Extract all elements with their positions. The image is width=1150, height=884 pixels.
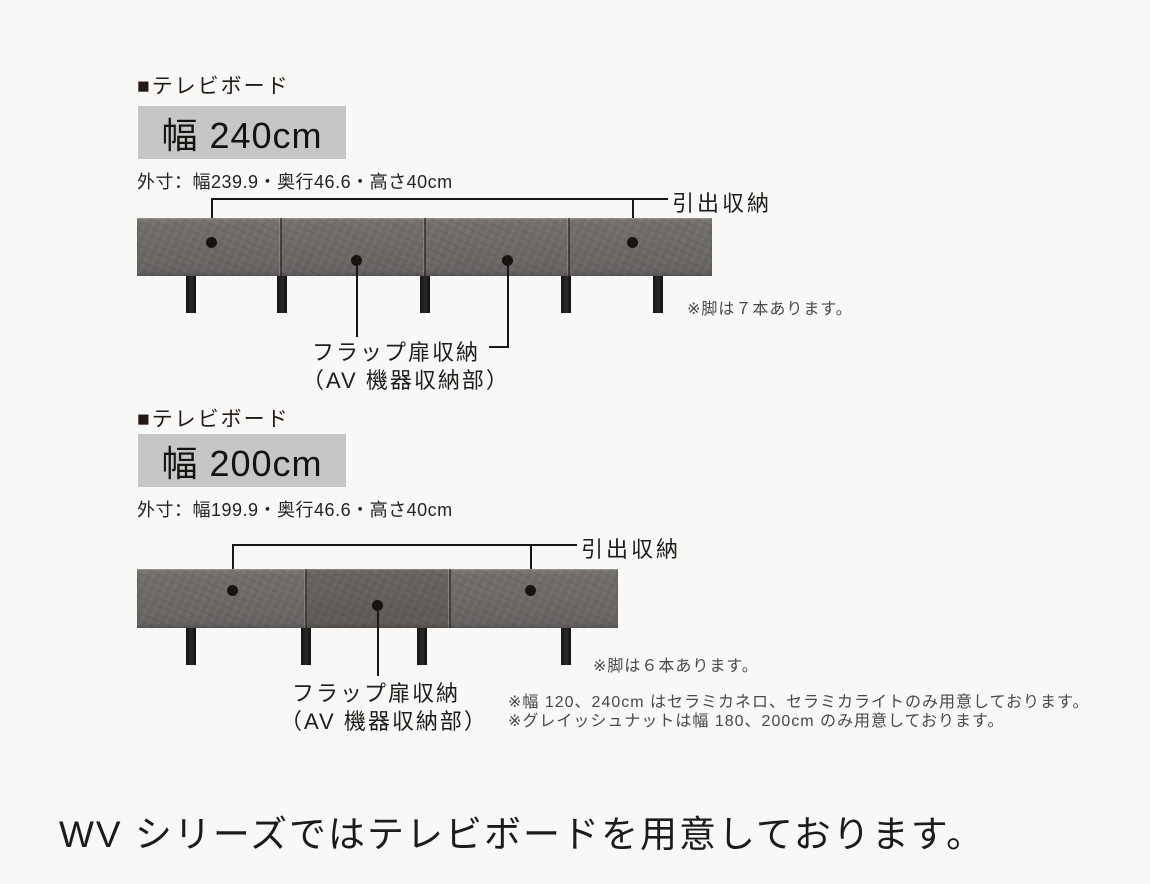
board-240-heading-label: テレビボード — [151, 75, 290, 98]
square-bullet-icon: ■ — [137, 408, 152, 431]
board-200-leg-3 — [417, 628, 427, 665]
board-240-divider-3 — [567, 218, 570, 276]
board-200-flap-label-line2: （AV 機器収納部） — [280, 709, 488, 734]
board-200-drawer-label: 引出収納 — [581, 537, 682, 562]
board-200-heading: ■テレビボード — [137, 403, 290, 433]
board-200-drawer-dot-left — [227, 585, 238, 596]
board-240-flap-dot-left — [351, 255, 362, 266]
board-240-divider-2 — [423, 218, 426, 276]
board-200-flap-label-line1: フラップ扉収納 — [292, 681, 461, 706]
board-240-flap-callout-line-left — [356, 266, 358, 337]
board-240-leg-2 — [277, 276, 287, 313]
board-200-flap-callout-line — [377, 611, 379, 676]
board-240-drawer-label: 引出収納 — [672, 191, 773, 216]
board-200-leg-1 — [186, 628, 196, 665]
board-240-drawer-dot-right — [627, 237, 638, 248]
board-240-legs-note: ※脚は７本あります。 — [687, 301, 853, 318]
board-240-size-label: 幅 240cm — [161, 114, 323, 156]
board-200-body — [137, 569, 618, 628]
board-200-divider-2 — [448, 569, 451, 628]
board-200-size-badge: 幅 200cm — [138, 434, 346, 487]
board-240-drawer-dot-left — [206, 237, 217, 248]
board-240-leg-3 — [420, 276, 430, 313]
footnote-greyish-nut: ※グレイッシュナットは幅 180、200cm のみ用意しております。 — [508, 713, 1005, 730]
board-240-drawer-callout-line — [211, 198, 668, 200]
board-200-drawer-callout-line — [232, 544, 577, 546]
footnote-ceramic: ※幅 120、240cm はセラミカネロ、セラミカライトのみ用意しております。 — [508, 694, 1090, 711]
board-200-divider-1 — [304, 569, 307, 628]
square-bullet-icon: ■ — [137, 75, 152, 98]
board-240-heading: ■テレビボード — [137, 70, 290, 100]
series-footer-text: WV シリーズではテレビボードを用意しております。 — [59, 814, 986, 855]
availability-footnotes: ※幅 120、240cm はセラミカネロ、セラミカライトのみ用意しております。 … — [508, 693, 1089, 731]
board-200-drawer-callout-drop-right — [530, 545, 532, 587]
board-240-leg-1 — [186, 276, 196, 313]
board-200-drawer-dot-right — [525, 585, 536, 596]
board-200-outer-dimensions: 外寸：幅199.9・奥行46.6・高さ40cm — [137, 500, 453, 520]
board-200-legs-note: ※脚は６本あります。 — [593, 658, 759, 675]
board-240-leg-4 — [561, 276, 571, 313]
board-200-leg-2 — [301, 628, 311, 665]
board-240-divider-1 — [279, 218, 282, 276]
board-240-flap-dot-right — [502, 255, 513, 266]
board-240-flap-callout-dash — [489, 346, 509, 348]
board-240-body — [137, 218, 712, 276]
board-240-flap-label-line1: フラップ扉収納 — [312, 340, 481, 365]
board-200-flap-dot — [372, 600, 383, 611]
board-240-size-badge: 幅 240cm — [138, 106, 346, 159]
board-200-heading-label: テレビボード — [151, 408, 290, 431]
board-240-flap-label-line2: （AV 機器収納部） — [302, 368, 510, 393]
board-200-leg-4 — [561, 628, 571, 665]
board-200-size-label: 幅 200cm — [161, 442, 323, 484]
board-200-drawer-callout-drop-left — [232, 545, 234, 587]
board-240-flap-callout-line-right — [507, 266, 509, 348]
board-240-outer-dimensions: 外寸：幅239.9・奥行46.6・高さ40cm — [137, 172, 453, 192]
board-240-leg-5 — [653, 276, 663, 313]
